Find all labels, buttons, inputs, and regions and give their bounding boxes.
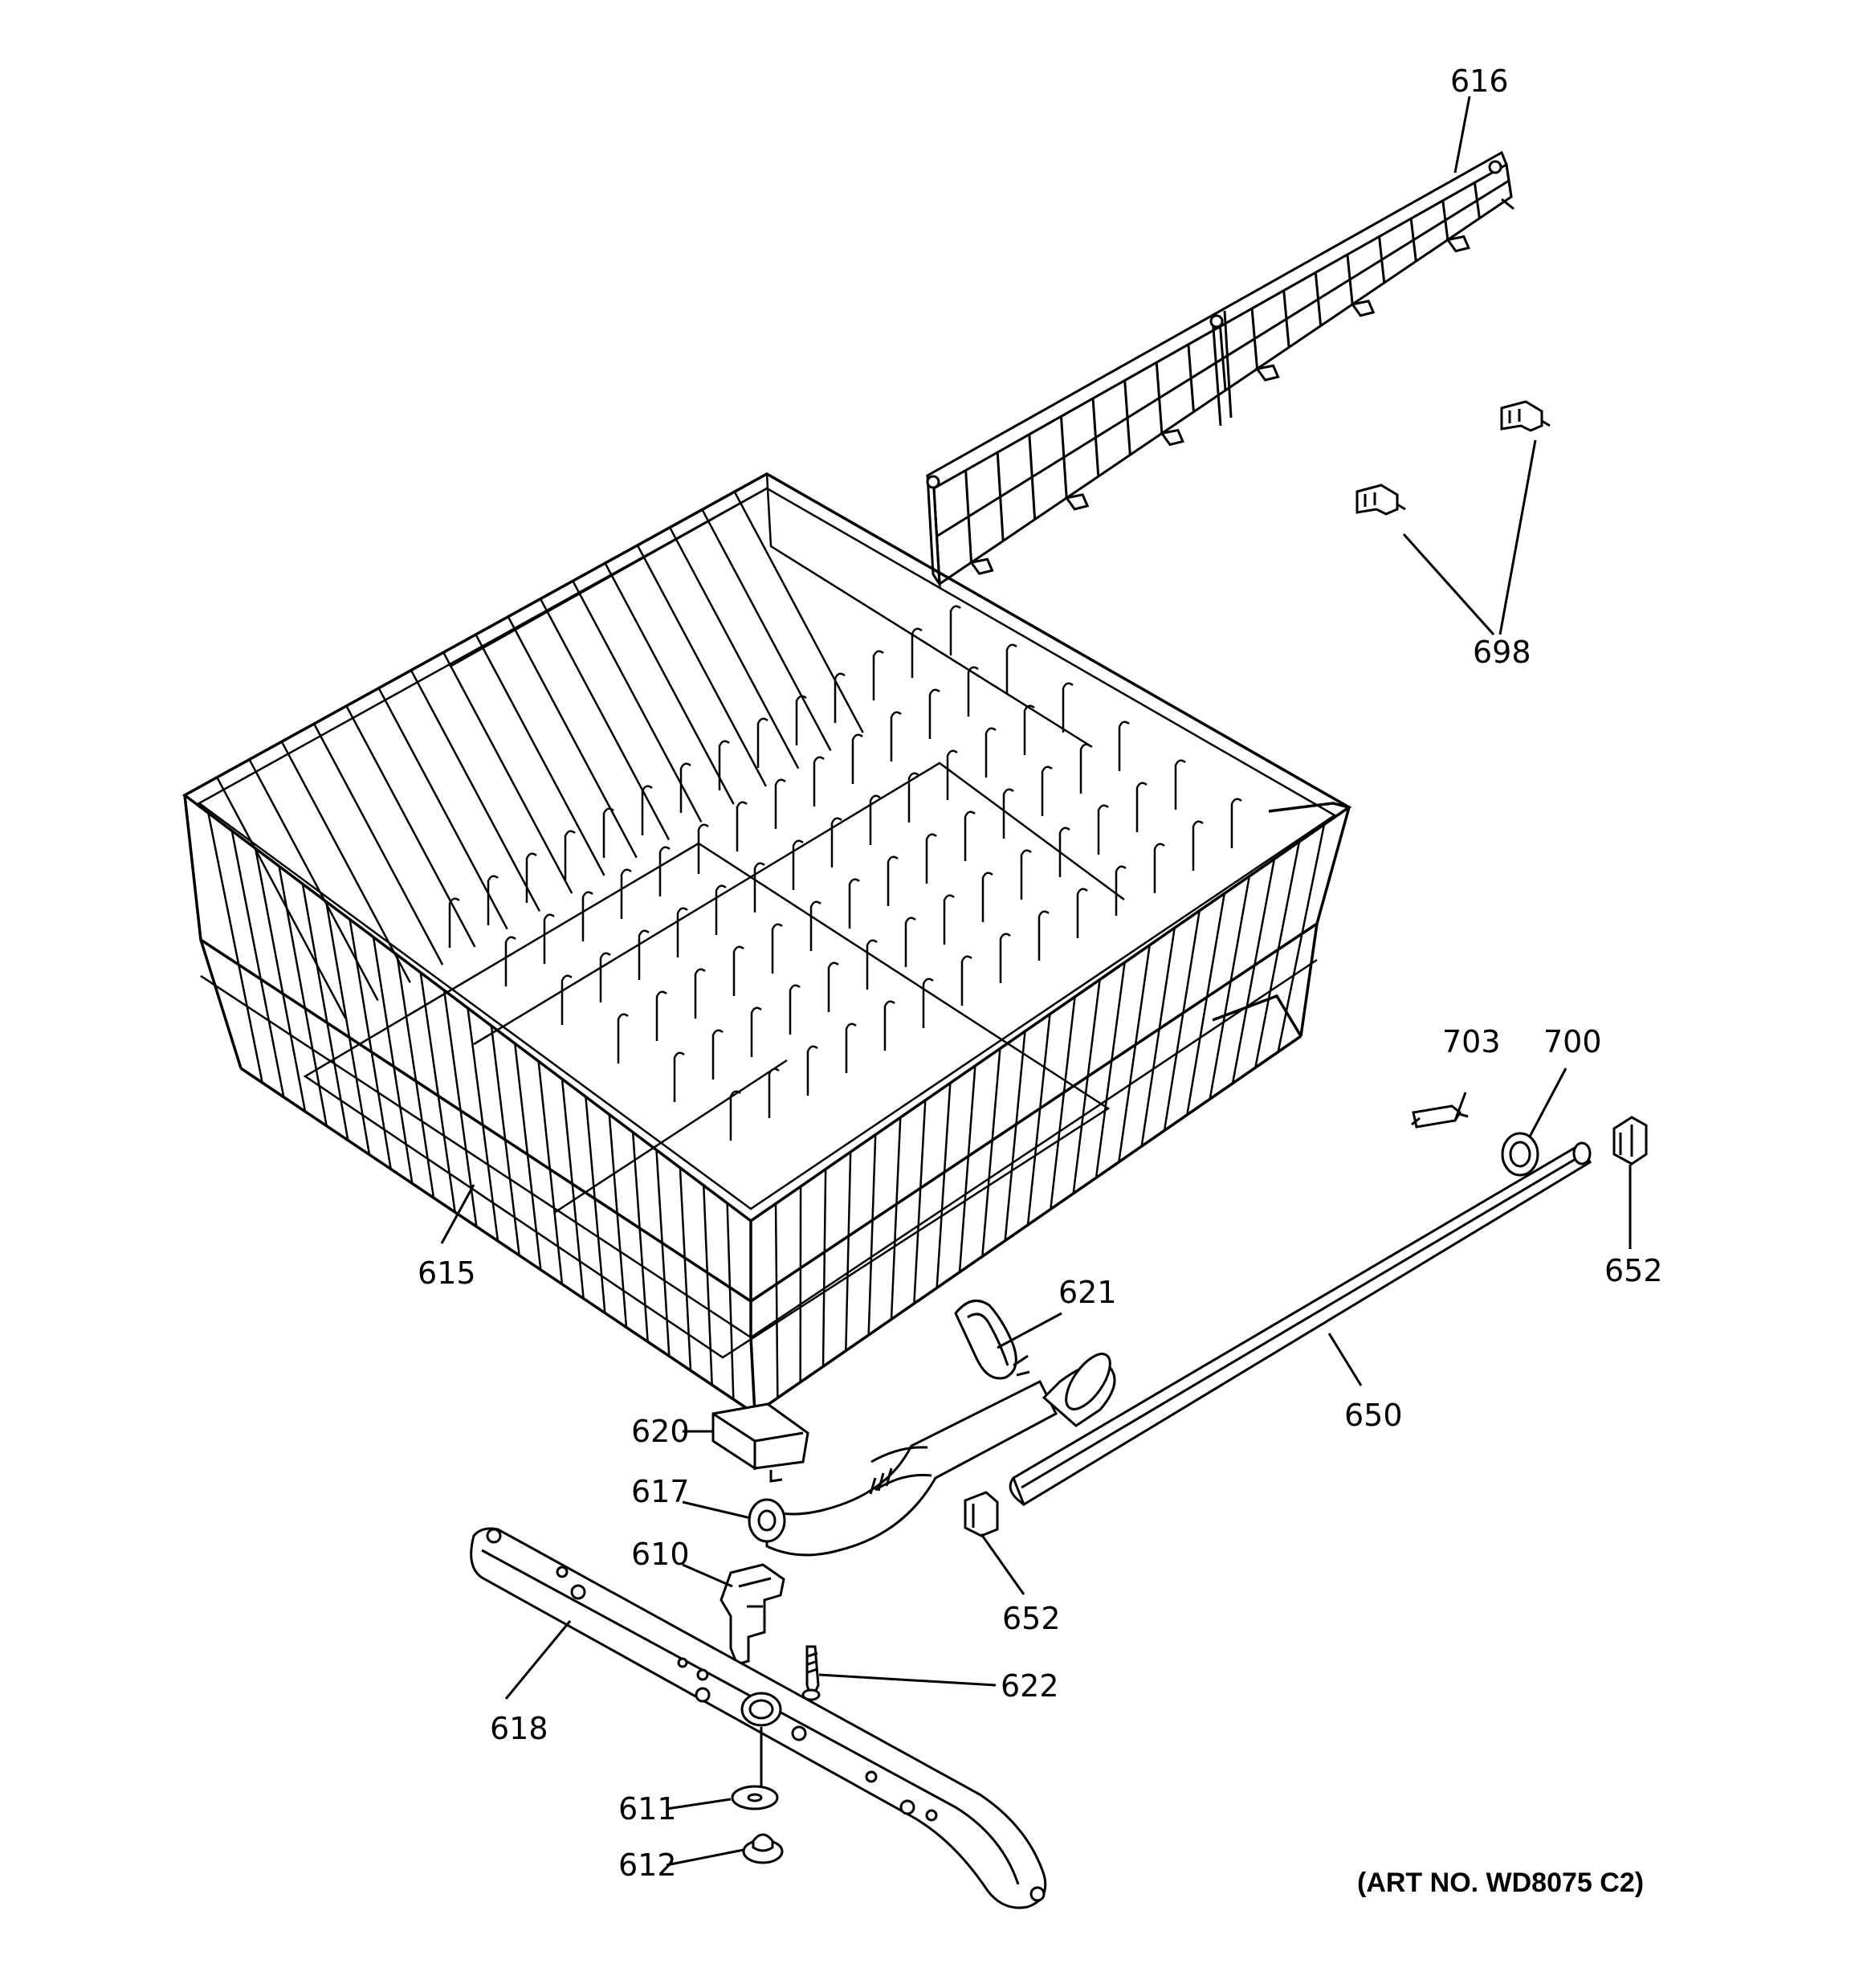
part-618-spray-arm	[470, 1527, 1047, 1909]
part-650-tube	[1009, 1141, 1592, 1507]
callout-618: 618	[490, 1711, 548, 1746]
callout-700: 700	[1543, 1024, 1602, 1059]
callout-611: 611	[618, 1791, 677, 1827]
callout-612: 612	[618, 1847, 677, 1883]
part-652-end-cap-left	[964, 1491, 999, 1537]
callout-650: 650	[1344, 1398, 1403, 1433]
callout-620: 620	[631, 1414, 690, 1449]
part-622-screw	[801, 1645, 821, 1704]
part-611-washer	[731, 1785, 779, 1810]
part-698-clips	[1355, 400, 1551, 516]
callout-622: 622	[1001, 1668, 1059, 1704]
part-652-end-cap-right	[1612, 1116, 1648, 1165]
callout-610: 610	[631, 1537, 690, 1572]
callout-617: 617	[631, 1474, 690, 1509]
callout-616: 616	[1450, 63, 1509, 99]
leader-lines	[440, 96, 1632, 1867]
callout-652-left: 652	[1002, 1601, 1061, 1636]
part-621-clamp	[954, 1299, 1030, 1380]
part-610-spray-bearing	[720, 1563, 785, 1666]
part-615-upper-rack	[181, 471, 1352, 1416]
callout-703: 703	[1442, 1024, 1501, 1059]
callout-652-right: 652	[1604, 1253, 1663, 1288]
callout-labels: 616 698 615 703 700 652 621 650 620 617 …	[418, 63, 1663, 1898]
art-number: (ART NO. WD8075 C2)	[1357, 1868, 1644, 1898]
part-617-elbow-hose	[748, 1353, 1116, 1557]
callout-698: 698	[1473, 635, 1531, 670]
part-700-wheel	[1501, 1132, 1539, 1177]
part-612-nut	[742, 1833, 784, 1864]
callout-621: 621	[1058, 1275, 1117, 1310]
part-616-tine-row	[926, 150, 1514, 589]
callout-615: 615	[418, 1255, 476, 1291]
part-620-cap	[711, 1402, 809, 1483]
